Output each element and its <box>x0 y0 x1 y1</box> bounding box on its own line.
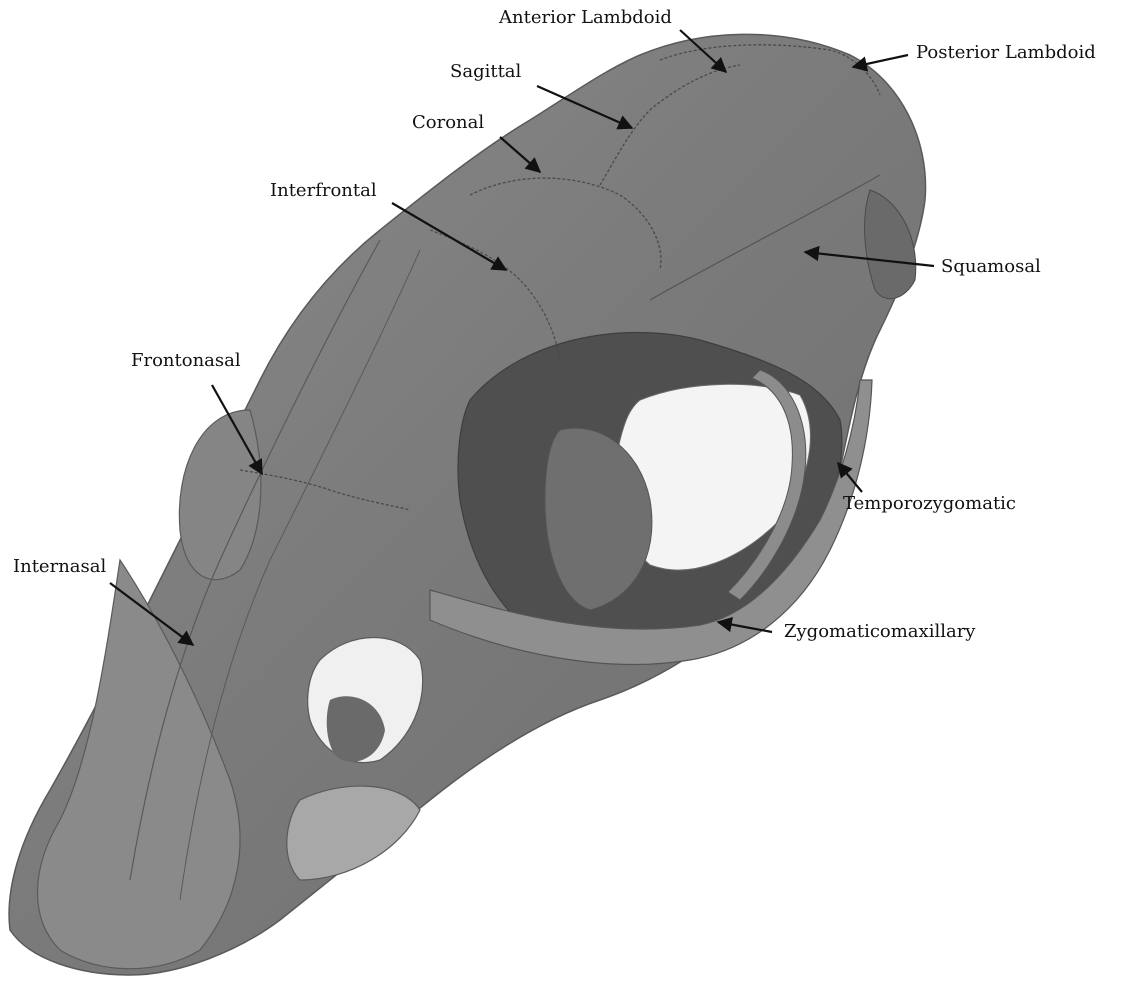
label-sagittal: Sagittal <box>450 63 521 81</box>
label-temporozygomatic: Temporozygomatic <box>843 495 1016 513</box>
incisor <box>287 786 420 880</box>
label-frontonasal: Frontonasal <box>131 352 241 370</box>
label-coronal: Coronal <box>412 114 484 132</box>
label-interfrontal: Interfrontal <box>270 182 377 200</box>
label-internasal: Internasal <box>13 558 106 576</box>
nasal-bulge <box>179 410 261 580</box>
label-zygomaticomaxillary: Zygomaticomaxillary <box>784 623 975 641</box>
label-anterior-lambdoid: Anterior Lambdoid <box>499 9 672 27</box>
label-posterior-lambdoid: Posterior Lambdoid <box>916 44 1096 62</box>
label-squamosal: Squamosal <box>941 258 1041 276</box>
